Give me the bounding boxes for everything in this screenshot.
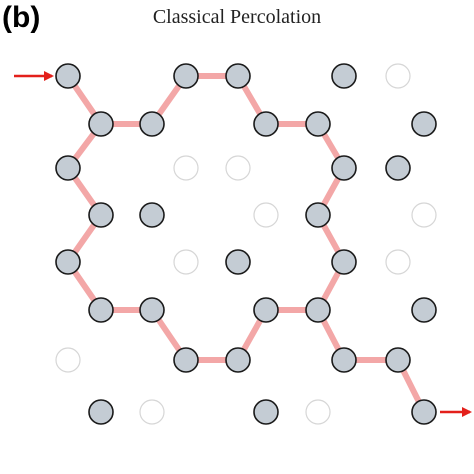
occupied-site [253, 111, 279, 137]
occupied-site [88, 399, 114, 425]
occupied-site [225, 347, 251, 373]
occupied-site [411, 297, 437, 323]
occupied-site [305, 202, 331, 228]
occupied-site [225, 249, 251, 275]
panel-label: (b) [2, 1, 41, 34]
empty-site [173, 155, 199, 181]
occupied-site [331, 155, 357, 181]
occupied-site [331, 63, 357, 89]
occupied-site [331, 249, 357, 275]
occupied-site [88, 111, 114, 137]
occupied-site [385, 155, 411, 181]
occupied-site [225, 63, 251, 89]
occupied-site [88, 297, 114, 323]
empty-site [385, 249, 411, 275]
figure-title: Classical Percolation [152, 6, 322, 28]
occupied-site [411, 111, 437, 137]
occupied-site [253, 399, 279, 425]
occupied-site [411, 399, 437, 425]
occupied-site [139, 111, 165, 137]
occupied-site [305, 297, 331, 323]
occupied-site [139, 202, 165, 228]
occupied-site [55, 155, 81, 181]
empty-site [305, 399, 331, 425]
empty-site [385, 63, 411, 89]
occupied-site [55, 63, 81, 89]
occupied-site [305, 111, 331, 137]
empty-site [225, 155, 251, 181]
empty-site [173, 249, 199, 275]
lattice-sites [55, 63, 437, 425]
empty-site [253, 202, 279, 228]
occupied-site [139, 297, 165, 323]
empty-site [411, 202, 437, 228]
empty-site [139, 399, 165, 425]
occupied-site [385, 347, 411, 373]
occupied-site [55, 249, 81, 275]
occupied-site [253, 297, 279, 323]
occupied-site [331, 347, 357, 373]
occupied-site [173, 63, 199, 89]
occupied-site [88, 202, 114, 228]
occupied-site [173, 347, 199, 373]
empty-site [55, 347, 81, 373]
flow-arrows [14, 71, 472, 417]
